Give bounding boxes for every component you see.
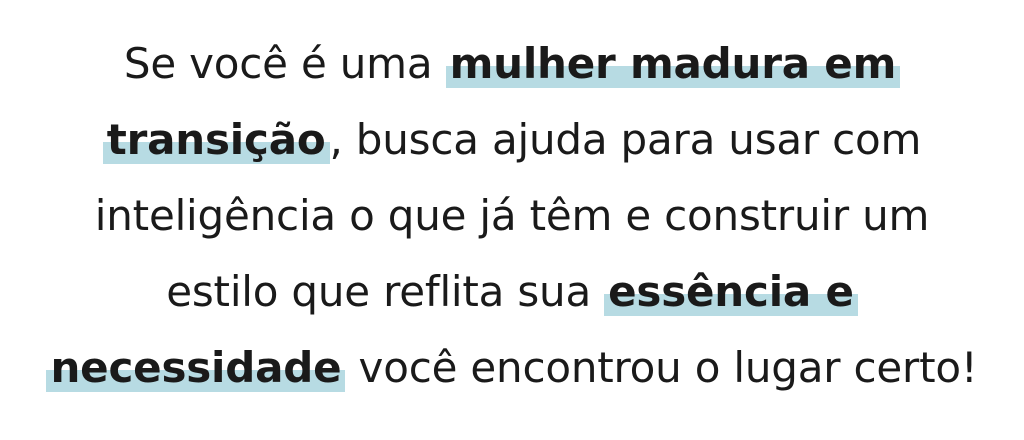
paragraph-line-1: Se você é uma mulher madura em xyxy=(12,26,1012,102)
highlight-essencia: essência e xyxy=(604,267,858,316)
line-4-text: estilo que reflita sua xyxy=(166,267,605,316)
line-3-text: inteligência o que já têm e construir um xyxy=(94,191,930,240)
paragraph-line-5: necessidade você encontrou o lugar certo… xyxy=(12,330,1012,406)
message-paragraph: Se você é uma mulher madura em transição… xyxy=(12,26,1012,406)
paragraph-line-2: transição, busca ajuda para usar com xyxy=(12,102,1012,178)
line-1-text: Se você é uma xyxy=(123,39,446,88)
highlight-transicao: transição xyxy=(102,115,330,164)
line-2-text: , busca ajuda para usar com xyxy=(329,115,922,164)
paragraph-line-3: inteligência o que já têm e construir um xyxy=(12,178,1012,254)
highlight-necessidade: necessidade xyxy=(46,343,346,392)
highlight-mulher-madura: mulher madura em xyxy=(445,39,901,88)
line-5-text: você encontrou o lugar certo! xyxy=(345,343,978,392)
paragraph-line-4: estilo que reflita sua essência e xyxy=(12,254,1012,330)
